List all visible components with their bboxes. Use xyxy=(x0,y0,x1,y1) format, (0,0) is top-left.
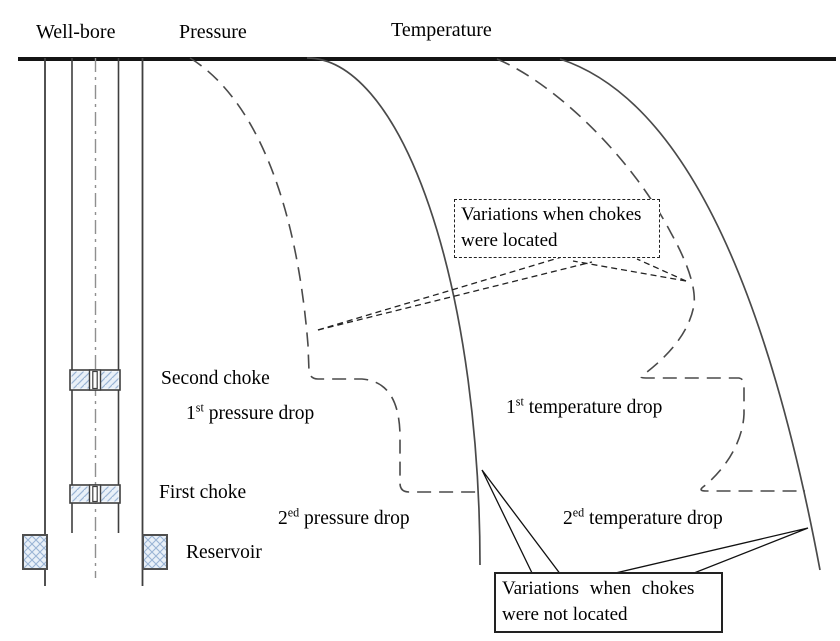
wellbore-schematic xyxy=(44,58,144,586)
first-pressure-drop-text: pressure drop xyxy=(203,403,315,424)
wellbore-axis-label: Well-bore xyxy=(36,21,116,43)
callout-chokes-located-line2: were located xyxy=(461,230,558,251)
located-callout-leaders xyxy=(317,255,687,331)
second-temperature-drop-ordinal: ed xyxy=(572,505,585,520)
pressure-curve-no-chokes xyxy=(306,57,481,566)
callout-chokes-not-located-line1: Variations when chokes xyxy=(502,578,695,599)
first-pressure-drop-num: 1 xyxy=(186,403,196,424)
callout-chokes-not-located-line2: were not located xyxy=(502,604,628,625)
second-pressure-drop-ordinal: ed xyxy=(287,505,300,520)
first-choke-label: First choke xyxy=(159,482,247,503)
first-temperature-drop-ordinal: st xyxy=(515,394,524,409)
second-temperature-drop-text: temperature drop xyxy=(584,508,723,529)
first-choke-symbol xyxy=(69,484,121,504)
reservoir-block-right xyxy=(142,534,168,570)
leader-to-temperature-solid xyxy=(606,527,809,576)
reservoir-block-left xyxy=(22,534,48,570)
callout-chokes-located-line1: Variations when chokes xyxy=(461,204,642,225)
first-temperature-drop-label: 1st temperature drop xyxy=(506,394,663,418)
pressure-axis-label: Pressure xyxy=(179,21,247,43)
temperature-axis-label: Temperature xyxy=(391,19,492,41)
leader-to-temperature-dashed-2 xyxy=(636,258,687,282)
not-located-callout-leaders xyxy=(481,469,809,576)
pressure-curve-with-chokes xyxy=(189,57,477,493)
temperature-curve-with-chokes xyxy=(496,58,805,492)
leader-to-pressure-solid xyxy=(481,469,563,576)
second-pressure-drop-text: pressure drop xyxy=(299,508,410,529)
leader-to-pressure-dashed-2 xyxy=(317,261,593,331)
callout-chokes-located: Variations when chokes were located xyxy=(454,199,660,258)
second-pressure-drop-num: 2 xyxy=(278,508,288,529)
temperature-curve-no-chokes xyxy=(559,58,821,571)
reservoir-label: Reservoir xyxy=(186,542,262,563)
first-pressure-drop-label: 1st pressure drop xyxy=(186,400,315,424)
second-choke-symbol xyxy=(69,369,121,391)
first-temperature-drop-text: temperature drop xyxy=(523,397,663,418)
second-choke-label: Second choke xyxy=(161,368,270,389)
callout-chokes-not-located: Variations when chokes were not located xyxy=(494,572,723,633)
leader-to-temperature-dashed-1 xyxy=(572,260,687,282)
first-pressure-drop-ordinal: st xyxy=(195,400,204,415)
leader-to-pressure-dashed-1 xyxy=(317,255,566,331)
second-temperature-drop-label: 2ed temperature drop xyxy=(563,505,723,529)
second-temperature-drop-num: 2 xyxy=(563,508,573,529)
first-temperature-drop-num: 1 xyxy=(506,397,516,418)
second-pressure-drop-label: 2ed pressure drop xyxy=(278,505,410,529)
